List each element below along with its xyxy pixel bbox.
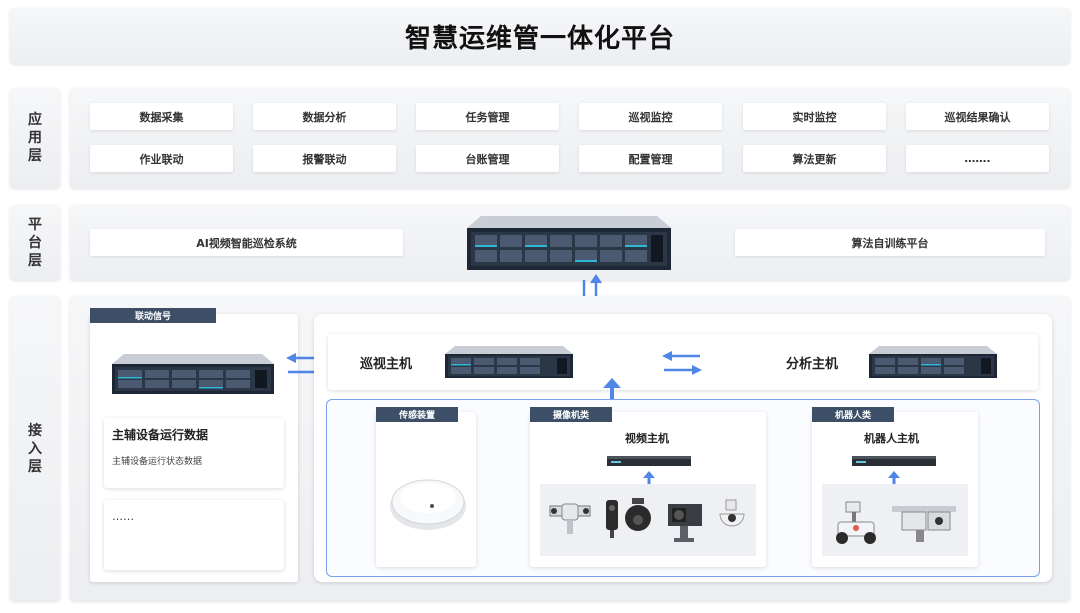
platform-layer-label-char: 层 — [28, 252, 42, 269]
robots-image — [822, 484, 968, 556]
aux-data-title: 主辅设备运行数据 — [112, 428, 209, 442]
linkage-signal-tag: 联动信号 — [90, 308, 216, 323]
analysis-host-label: 分析主机 — [786, 357, 839, 372]
app-layer-label: 应 用 层 — [10, 88, 60, 188]
aux-more-card: …… — [104, 500, 284, 570]
aux-server-image — [112, 352, 274, 396]
analysis-host-server-image — [869, 344, 997, 380]
camera-up-arrow-icon — [642, 470, 656, 485]
app-item-patrol-monitoring[interactable]: 巡视监控 — [579, 103, 722, 130]
video-host-label: 视频主机 — [625, 432, 669, 445]
app-item-realtime-monitoring[interactable]: 实时监控 — [743, 103, 886, 130]
robot-up-arrow-icon — [887, 470, 901, 485]
app-item-config-management[interactable]: 配置管理 — [579, 145, 722, 172]
app-item-alarm-linkage[interactable]: 报警联动 — [253, 145, 396, 172]
app-item-ledger-management[interactable]: 台账管理 — [416, 145, 559, 172]
app-item-task-management[interactable]: 任务管理 — [416, 103, 559, 130]
platform-layer-label: 平 台 层 — [10, 205, 60, 280]
aux-more-text: …… — [112, 510, 134, 523]
sensor-tag: 传感装置 — [376, 407, 458, 422]
patrol-host-server-image — [445, 344, 573, 380]
app-item-operation-linkage[interactable]: 作业联动 — [90, 145, 233, 172]
access-layer-label-char: 入 — [28, 440, 42, 457]
platform-server-image — [467, 214, 671, 272]
robot-host-label: 机器人主机 — [864, 432, 919, 445]
app-layer-label-char: 用 — [28, 130, 42, 146]
page-title: 智慧运维管一体化平台 — [404, 23, 675, 54]
robot-tag: 机器人类 — [812, 407, 894, 422]
aux-data-card: 主辅设备运行数据 主辅设备运行状态数据 — [104, 418, 284, 488]
patrol-host-label: 巡视主机 — [360, 357, 413, 372]
video-host-device-icon — [607, 453, 691, 467]
title-bar: 智慧运维管一体化平台 — [10, 8, 1070, 64]
app-item-patrol-result-confirm[interactable]: 巡视结果确认 — [906, 103, 1049, 130]
smoke-sensor-icon — [388, 474, 468, 532]
devices-to-host-arrow-icon — [602, 378, 622, 400]
host-exchange-arrows-icon — [662, 350, 702, 376]
cameras-image — [540, 484, 756, 556]
app-layer-label-char: 应 — [28, 112, 42, 128]
access-layer-label: 接 入 层 — [10, 296, 60, 601]
access-layer-label-char: 接 — [28, 422, 42, 439]
platform-layer-label-char: 台 — [28, 234, 42, 251]
app-item-data-analysis[interactable]: 数据分析 — [253, 103, 396, 130]
app-item-more[interactable]: ……. — [906, 145, 1049, 172]
platform-layer-label-char: 平 — [28, 216, 42, 233]
robot-host-device-icon — [852, 453, 936, 467]
access-layer-label-char: 层 — [28, 458, 42, 475]
app-item-algorithm-update[interactable]: 算法更新 — [743, 145, 886, 172]
app-item-data-collection[interactable]: 数据采集 — [90, 103, 233, 130]
aux-data-subtitle: 主辅设备运行状态数据 — [112, 457, 203, 467]
app-layer-label-char: 层 — [28, 148, 42, 164]
algorithm-training-platform[interactable]: 算法自训练平台 — [735, 229, 1045, 256]
app-layer-panel — [70, 88, 1070, 188]
ai-video-patrol-system[interactable]: AI视频智能巡检系统 — [90, 229, 403, 256]
camera-tag: 摄像机类 — [530, 407, 612, 422]
